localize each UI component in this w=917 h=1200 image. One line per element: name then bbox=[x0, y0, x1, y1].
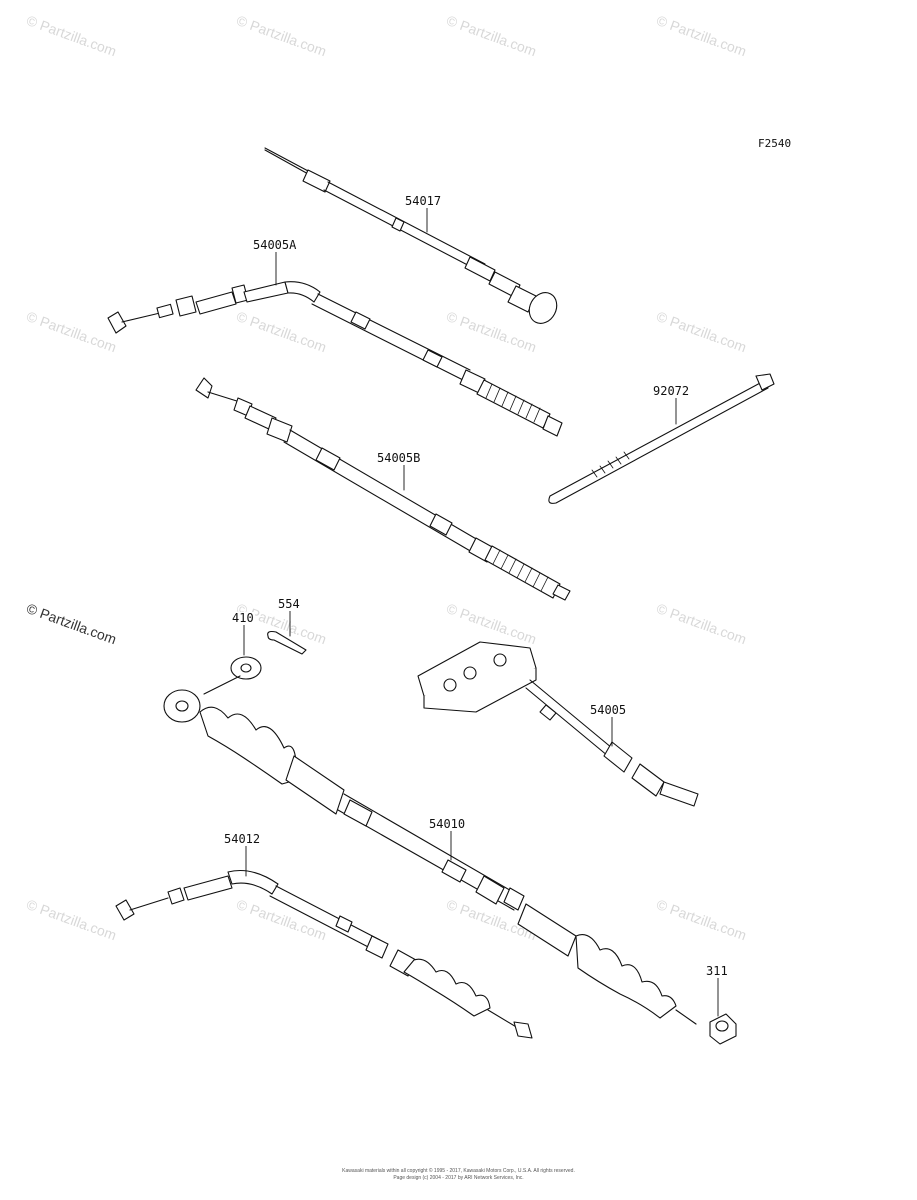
copyright-line-1: Kawasaki materials within all copyright … bbox=[342, 1168, 575, 1174]
cable-54005B bbox=[195, 377, 571, 601]
cable-54005A bbox=[107, 281, 563, 437]
cable-54005 bbox=[417, 641, 699, 807]
label-54017[interactable]: 54017 bbox=[404, 194, 443, 208]
label-92072[interactable]: 92072 bbox=[652, 384, 691, 398]
cable-tie-92072 bbox=[548, 373, 775, 504]
cable-54012 bbox=[115, 869, 533, 1039]
label-54005[interactable]: 54005 bbox=[589, 703, 628, 717]
washer-410 bbox=[230, 656, 262, 680]
label-54012[interactable]: 54012 bbox=[223, 832, 262, 846]
cable-54010 bbox=[163, 675, 697, 1025]
pin-554 bbox=[267, 630, 307, 655]
copyright-notice: Kawasaki materials within all copyright … bbox=[0, 1168, 917, 1182]
label-311[interactable]: 311 bbox=[705, 964, 729, 978]
figure-id: F2540 bbox=[758, 137, 792, 150]
label-54005A[interactable]: 54005A bbox=[252, 238, 298, 252]
label-54005B[interactable]: 54005B bbox=[376, 451, 422, 465]
label-410[interactable]: 410 bbox=[231, 611, 255, 625]
copyright-line-2: Page design (c) 2004 - 2017 by ARI Netwo… bbox=[393, 1175, 524, 1181]
leader-lines bbox=[243, 206, 719, 1017]
label-554[interactable]: 554 bbox=[277, 597, 301, 611]
cable-54017 bbox=[264, 147, 558, 324]
nut-311 bbox=[709, 1013, 737, 1045]
label-54010[interactable]: 54010 bbox=[428, 817, 467, 831]
